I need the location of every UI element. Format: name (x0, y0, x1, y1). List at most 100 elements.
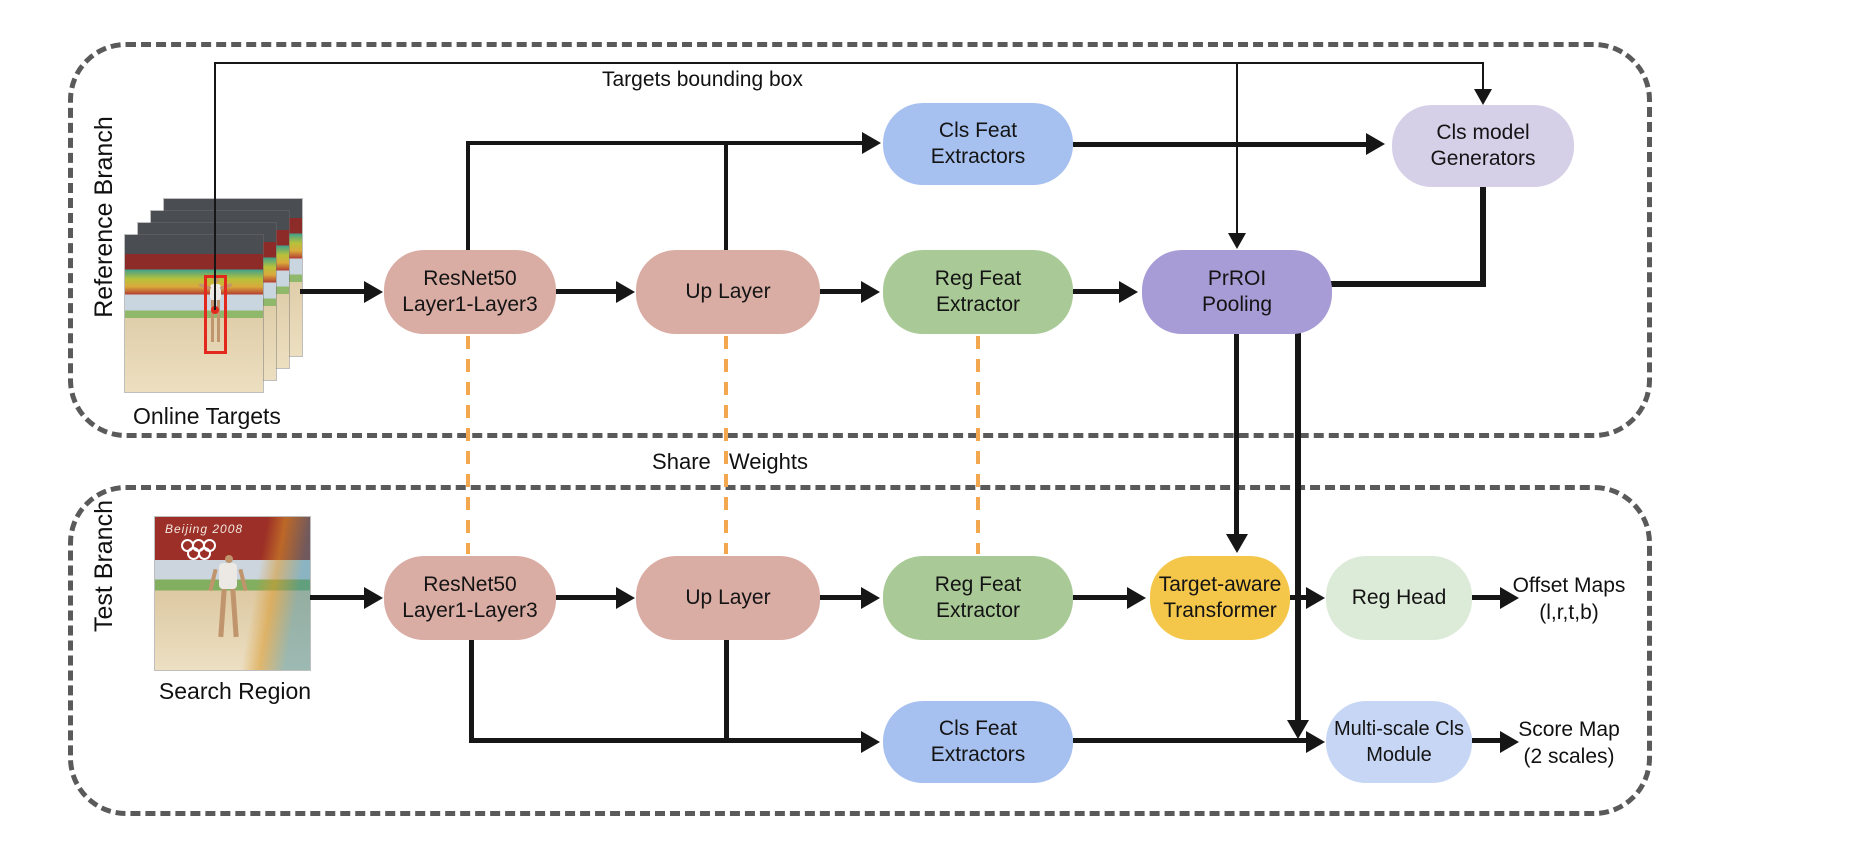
node-label: Up Layer (685, 280, 771, 303)
connector-clsfeat-to-generators (1073, 142, 1366, 147)
arrowhead-regfeat-to-prroi (1119, 281, 1138, 303)
node-label: Multi-scale Cls (1333, 718, 1465, 740)
node-target-aware-transformer: Target-aware Transformer (1150, 556, 1290, 640)
connector-regfeat-to-transformer (1073, 595, 1127, 600)
arrowhead-reghead-to-offsetmaps (1500, 587, 1519, 609)
search-region-caption: Search Region (158, 678, 312, 704)
arrowhead-to-refclsfeat (862, 132, 881, 154)
connector-regfeat-to-prroi (1073, 289, 1119, 294)
share-weights-label: Share Weights (652, 449, 808, 474)
arrowhead-refresnet-to-uplayer (616, 281, 635, 303)
arrowhead-regfeat-to-transformer (1127, 587, 1146, 609)
connector-prroi-to-transformer (1234, 334, 1239, 536)
node-label: Extractor (935, 599, 1021, 622)
node-label: Reg Head (1351, 586, 1447, 609)
arrowhead-bbox-to-generators (1474, 89, 1492, 105)
offset-maps-line1: Offset Maps (1512, 574, 1626, 597)
test-branch-container (68, 485, 1652, 816)
beijing-banner-text: Beijing 2008 (165, 522, 244, 536)
targets-bounding-box-label: Targets bounding box (602, 68, 803, 91)
offset-maps-output: Offset Maps (l,r,t,b) (1494, 572, 1644, 626)
connector-to-refclsfeat (466, 141, 862, 145)
node-label: ResNet50 (423, 267, 517, 290)
offset-maps-line2: (l,r,t,b) (1539, 601, 1599, 624)
score-map-output: Score Map (2 scales) (1494, 716, 1644, 770)
node-resnet50-ref: ResNet50 Layer1-Layer3 (384, 250, 556, 334)
connector-generators-down (1480, 187, 1486, 287)
arrowhead-clsfeat-to-generators (1366, 133, 1385, 155)
reference-branch-label: Reference Branch (90, 116, 118, 318)
node-cls-model-generators: Cls model Generators (1392, 105, 1574, 187)
node-multi-scale-cls-module: Multi-scale Cls Module (1326, 701, 1472, 783)
connector-testclsfeat-to-multiscale (1073, 738, 1306, 743)
node-label: Extractors (930, 743, 1026, 766)
node-cls-feat-extractors-ref: Cls Feat Extractors (883, 103, 1073, 185)
connector-to-testclsfeat (469, 738, 861, 743)
reference-branch-container (68, 42, 1652, 438)
gymnast-arm-right (238, 568, 248, 592)
online-targets-caption: Online Targets (133, 403, 281, 429)
connector-refresnet-to-uplayer (556, 289, 616, 294)
node-label: Layer1-Layer3 (402, 293, 538, 316)
node-up-layer-ref: Up Layer (636, 250, 820, 334)
arrowhead-image-to-refresnet (364, 281, 383, 303)
connector-refuplayer-up (724, 143, 728, 250)
arrowhead-image-to-testresnet (364, 587, 383, 609)
search-region-image: Beijing 2008 (155, 517, 310, 670)
connector-bbox-to-generators (1482, 62, 1484, 89)
connector-testuplayer-to-regfeat (820, 595, 861, 600)
node-label: Target-aware (1158, 573, 1282, 596)
connector-generators-left (1295, 281, 1486, 287)
connector-bbox-vertical (214, 62, 216, 310)
arrowhead-bbox-to-prroi (1228, 233, 1246, 249)
connector-transformer-to-reghead (1290, 595, 1306, 600)
score-map-line1: Score Map (1518, 718, 1620, 741)
share-weights-dash-regfeat (976, 336, 980, 554)
connector-refuplayer-to-regfeat (820, 289, 861, 294)
node-label: Generators (1430, 147, 1536, 170)
node-prroi-pooling: PrROI Pooling (1142, 250, 1332, 334)
connector-bbox-horizontal (214, 62, 1484, 64)
gymnast-head (225, 555, 233, 563)
node-up-layer-test: Up Layer (636, 556, 820, 640)
node-reg-head: Reg Head (1326, 556, 1472, 640)
connector-testuplayer-down (724, 640, 729, 743)
connector-reghead-to-offsetmaps (1472, 595, 1500, 600)
gymnast-arm-left (208, 568, 218, 592)
node-label: PrROI (1207, 267, 1267, 290)
gymnast-leg-left (211, 300, 214, 342)
node-resnet50-test: ResNet50 Layer1-Layer3 (384, 556, 556, 640)
connector-image-to-refresnet (300, 289, 364, 294)
node-label: Pooling (1201, 293, 1273, 316)
connector-generators-drop (1295, 281, 1301, 722)
gymnast-figure (213, 277, 219, 283)
node-label: Module (1366, 744, 1432, 766)
connector-testresnet-down (469, 640, 474, 743)
online-targets-frame-1 (125, 235, 263, 392)
connector-image-to-testresnet (310, 595, 364, 600)
arrowhead-transformer-to-reghead (1306, 587, 1325, 609)
node-label: Cls model (1436, 121, 1530, 144)
node-label: Up Layer (685, 586, 771, 609)
node-reg-feat-extractor-ref: Reg Feat Extractor (883, 250, 1073, 334)
arrowhead-multiscale-to-scoremap (1500, 731, 1519, 753)
gymnast-leg-right (230, 588, 239, 638)
olympic-ring-icon (198, 547, 211, 560)
arrowhead-refuplayer-to-regfeat (861, 281, 880, 303)
arrowhead-testresnet-to-uplayer (616, 587, 635, 609)
node-label: Extractor (935, 293, 1021, 316)
connector-testresnet-to-uplayer (556, 595, 616, 600)
score-map-line2: (2 scales) (1523, 745, 1615, 768)
node-label: Cls Feat (938, 119, 1018, 142)
arrowhead-to-testclsfeat (861, 731, 880, 753)
connector-refresnet-up (466, 143, 470, 250)
share-weights-dash-resnet (466, 336, 470, 554)
gymnast-leotard (219, 563, 237, 589)
test-branch-label: Test Branch (90, 500, 118, 633)
node-label: Transformer (1163, 599, 1277, 622)
connector-multiscale-to-scoremap (1472, 738, 1500, 743)
node-cls-feat-extractors-test: Cls Feat Extractors (883, 701, 1073, 783)
arrowhead-testclsfeat-to-multiscale (1306, 731, 1325, 753)
share-weights-dash-uplayer (724, 336, 728, 554)
